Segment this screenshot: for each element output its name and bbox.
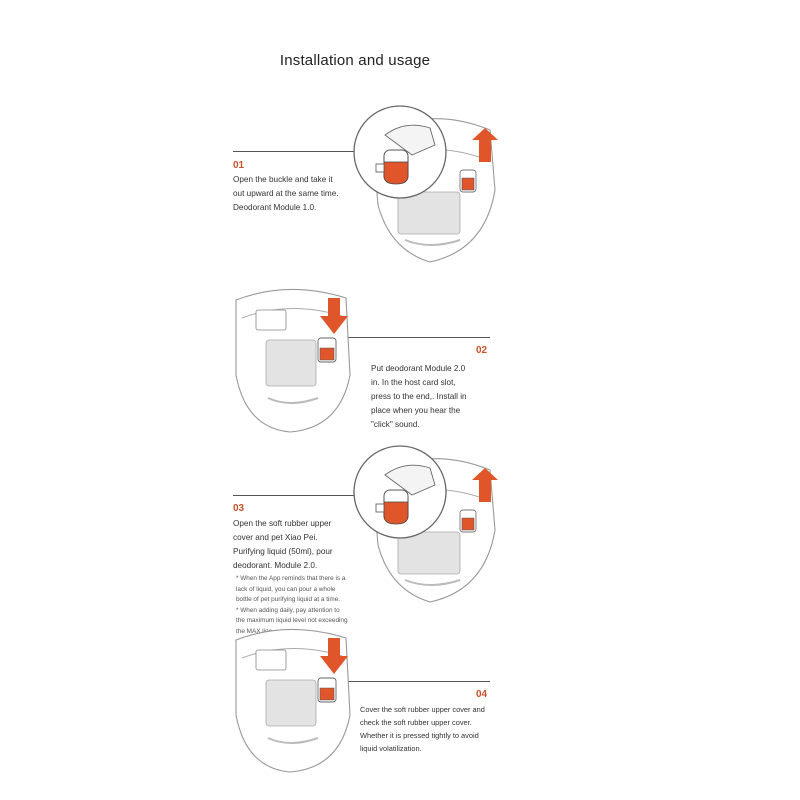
step-04-line-2: check the soft rubber upper cover.: [360, 718, 472, 727]
step-02-leader-line: [325, 337, 490, 338]
step-04-line-4: liquid volatilization.: [360, 744, 422, 753]
step-03-line-2: cover and pet Xiao Pei.: [233, 533, 318, 542]
step-01-line-3: Deodorant Module 1.0.: [233, 203, 317, 212]
step-02-line-2: in. In the host card slot,: [371, 378, 456, 387]
step-03-line-4: deodorant. Module 2.0.: [233, 561, 318, 570]
step-04-number: 04: [476, 689, 488, 700]
step-03-note-line-3: bottle of pet purifying liquid at a time…: [236, 596, 341, 603]
step-01-leader-line: [233, 151, 383, 152]
step-04-line-3: Whether it is pressed tightly to avoid: [360, 731, 479, 740]
step-03-note-line-2: lack of liquid, you can pour a whole: [236, 585, 336, 593]
step-04-text: Cover the soft rubber upper cover and ch…: [360, 703, 520, 755]
page-title: Installation and usage: [279, 52, 431, 69]
step-02-illustration: [235, 288, 351, 433]
step-01-text: Open the buckle and take it out upward a…: [233, 173, 393, 215]
step-03-line-1: Open the soft rubber upper: [233, 519, 332, 528]
step-04-line-1: Cover the soft rubber upper cover and: [360, 705, 485, 714]
step-01-line-2: out upward at the same time.: [233, 189, 339, 198]
step-03-note-line-1: * When the App reminds that there is a: [236, 575, 346, 582]
step-03-leader-line: [233, 495, 383, 496]
step-03-note-line-4: * When adding daily, pay attention to: [236, 606, 340, 614]
step-02-text: Put deodorant Module 2.0 in. In the host…: [371, 362, 531, 432]
step-02-line-4: place when you hear the: [371, 406, 461, 415]
step-03-line-3: Purifying liquid (50ml), pour: [233, 547, 333, 556]
step-03-illustration: [353, 445, 498, 603]
step-03-notes: * When the App reminds that there is a l…: [236, 574, 376, 637]
step-03-note-line-6: the MAX line.: [236, 627, 275, 635]
step-04-illustration: [235, 628, 351, 773]
step-03-text: Open the soft rubber upper cover and pet…: [233, 517, 403, 573]
step-01-illustration: [353, 105, 498, 263]
step-02-line-3: press to the end,. Install in: [371, 392, 467, 401]
step-03-note-line-5: the maximum liquid level not exceeding: [236, 617, 348, 624]
step-04-leader-line: [325, 681, 490, 682]
step-02-line-1: Put deodorant Module 2.0: [371, 364, 466, 373]
step-02-number: 02: [476, 345, 488, 356]
step-01-line-1: Open the buckle and take it: [233, 175, 333, 184]
step-02-line-5: "click" sound.: [371, 420, 420, 429]
step-03-number: 03: [233, 503, 245, 514]
step-01-number: 01: [233, 160, 245, 171]
